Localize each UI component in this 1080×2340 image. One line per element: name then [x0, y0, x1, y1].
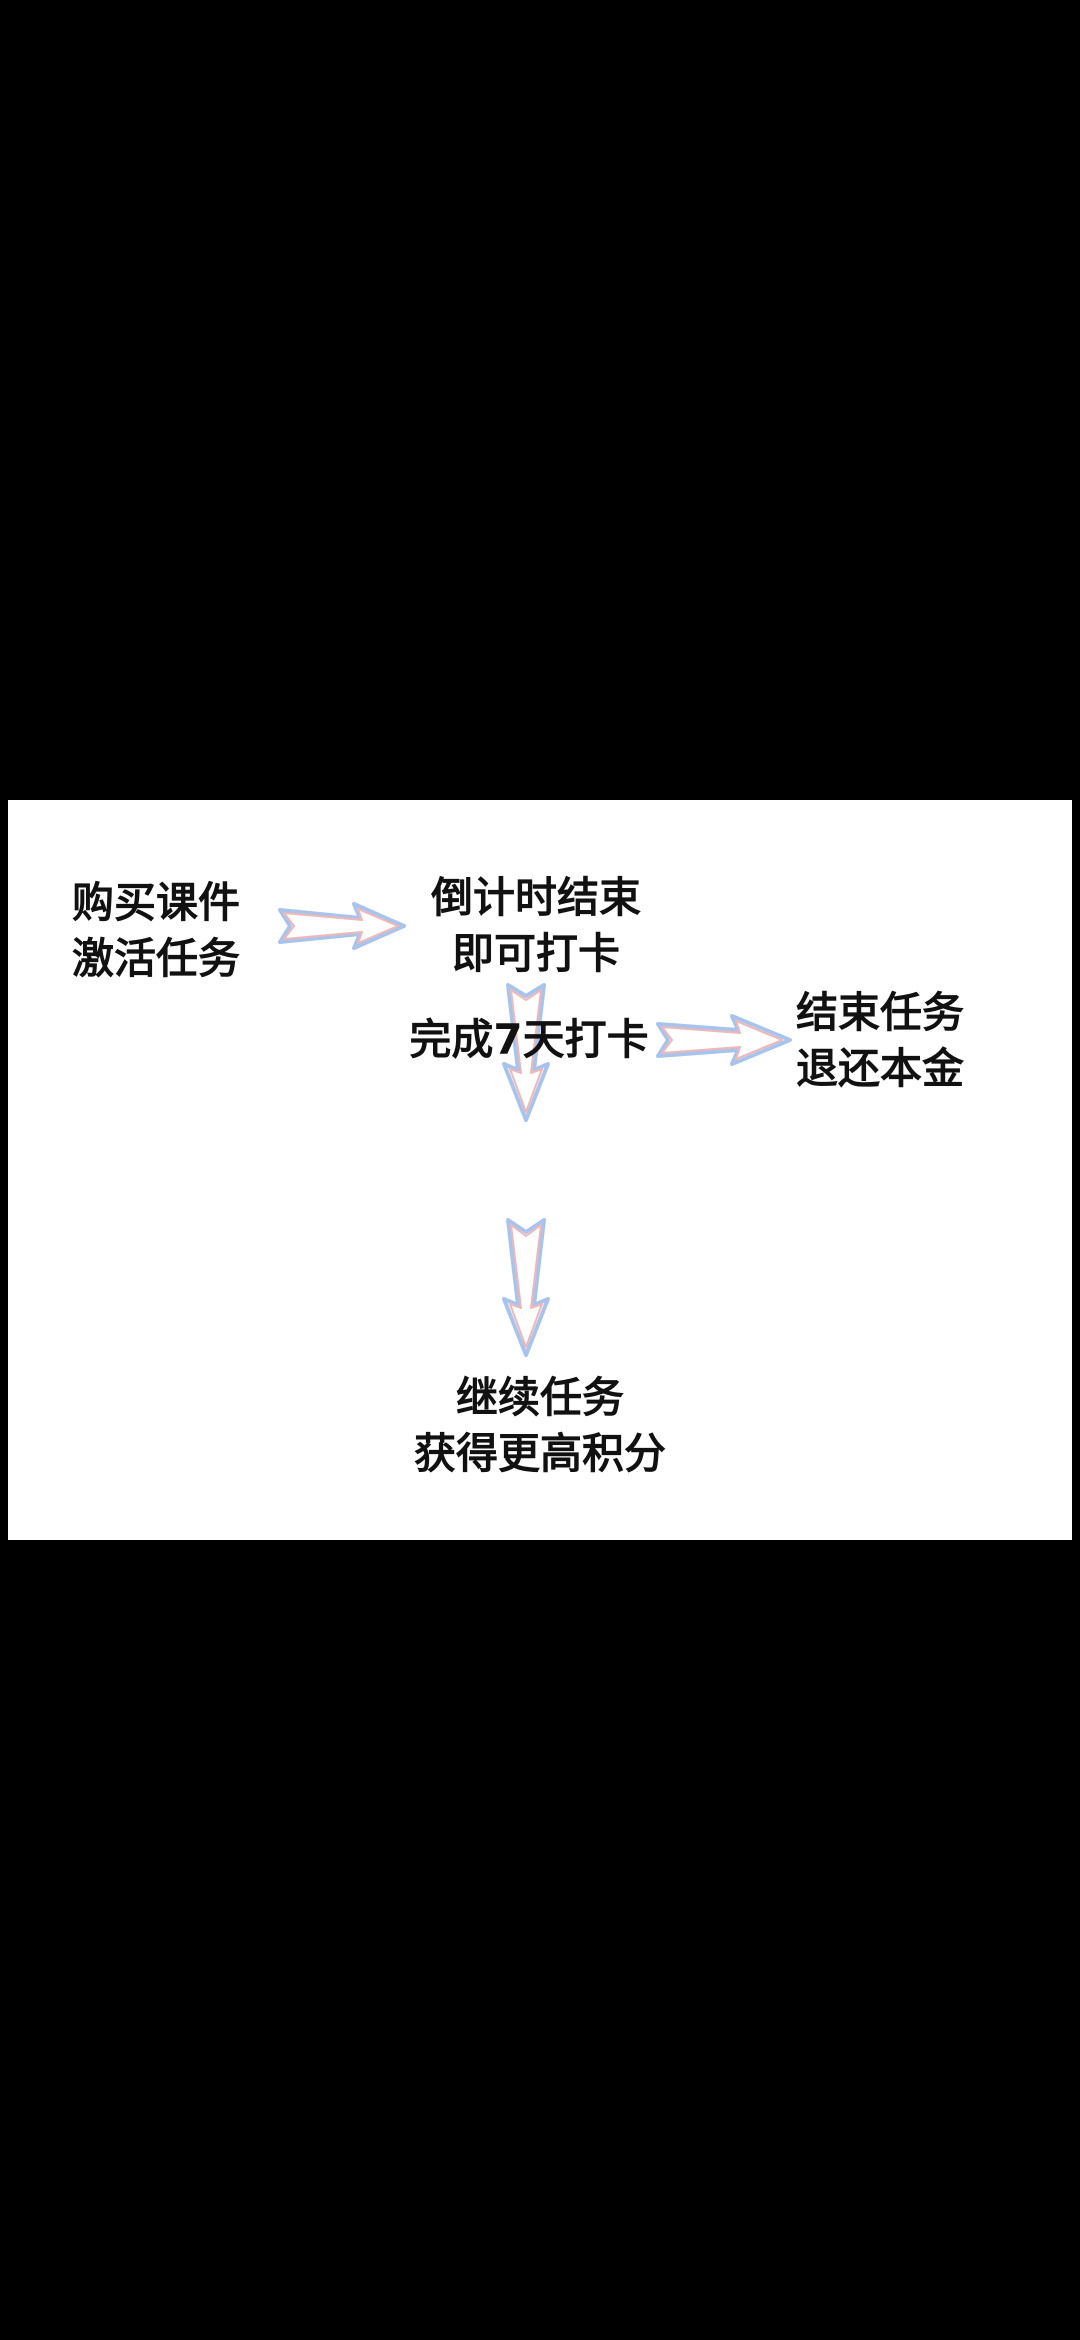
arrow-purchase-to-countdown	[278, 902, 406, 950]
node-continue-task: 继续任务 获得更高积分	[390, 1370, 690, 1482]
node-purchase-line1: 购买课件	[72, 878, 241, 927]
node-purchase-line2: 激活任务	[72, 934, 241, 983]
arrow-complete-to-end	[656, 1014, 792, 1066]
diagram-panel: 购买课件 激活任务 倒计时结束 即可打卡 完成7天打卡 结束任务 退还本金 继续…	[8, 800, 1072, 1540]
node-countdown-line2: 即可打卡	[451, 929, 620, 978]
node-end-task: 结束任务 退还本金	[796, 985, 964, 1097]
node-continue-task-line1: 继续任务	[455, 1373, 624, 1422]
node-continue-task-line2: 获得更高积分	[413, 1429, 666, 1478]
node-countdown-line1: 倒计时结束	[430, 873, 641, 922]
node-complete-line1: 完成7天打卡	[409, 1015, 649, 1064]
arrow-countdown-to-complete	[502, 983, 550, 1122]
node-complete: 完成7天打卡	[394, 1012, 664, 1068]
node-end-task-line2: 退还本金	[796, 1044, 965, 1093]
arrow-complete-to-continue	[502, 1218, 550, 1357]
node-end-task-line1: 结束任务	[796, 988, 965, 1037]
flow-arrows	[278, 902, 792, 1357]
node-countdown: 倒计时结束 即可打卡	[416, 870, 656, 982]
node-purchase: 购买课件 激活任务	[72, 875, 240, 987]
